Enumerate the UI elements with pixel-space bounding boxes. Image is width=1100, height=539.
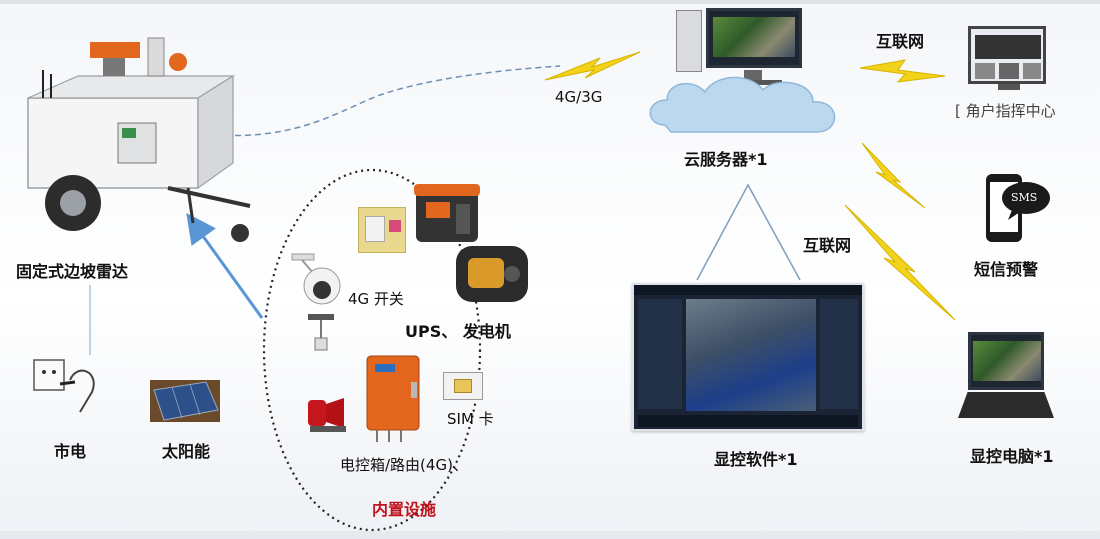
builtin-facilities-label: 内置设施 [372,500,437,519]
sms-text: SMS [1011,191,1038,204]
solar-label: 太阳能 [162,442,211,461]
cloud-server-label: 云服务器*1 [684,150,768,169]
ups-device-image [412,180,482,246]
switch-4g-label: 4G 开关 [348,290,404,308]
control-box-image [363,352,423,444]
internet-mid-label: 互联网 [803,236,852,255]
sim-card-label: SIM 卡 [447,410,494,428]
lightning-4g-icon [544,51,641,81]
radar-trailer-image [18,28,258,250]
generator-image [452,238,532,306]
lightning-internet-top-icon [859,59,946,83]
cloud-icon [645,70,845,140]
alarm-siren-image [304,388,350,434]
command-center-label: [ 角户指挥中心 [955,102,1056,120]
ups-generator-label: UPS、 发电机 [405,322,511,341]
phone-sms-icon: SMS [978,172,1058,244]
command-center-monitor-image [968,26,1050,92]
dome-camera-image [290,252,346,308]
sms-alert-label: 短信预警 [974,260,1039,279]
grid-power-label: 市电 [54,442,87,461]
link-4g3g-label: 4G/3G [555,88,603,106]
control-box-label: 电控箱/路由(4G)、 [340,456,468,474]
power-socket-icon [30,352,110,420]
display-software-label: 显控软件*1 [714,450,798,469]
radar-to-cloud-dashed-link [214,65,561,137]
sim-card-icon [443,372,483,400]
cloud-to-software-lines [696,183,801,281]
sensor-pole-image [306,312,336,352]
switch-4g-board-image [358,207,406,253]
display-software-screenshot [632,283,864,431]
radar-label: 固定式边坡雷达 [16,262,129,281]
bottom-border [0,531,1100,539]
internet-top-label: 互联网 [876,32,925,51]
top-border [0,0,1100,4]
laptop-image [956,332,1056,428]
lightning-sms-icon [861,142,926,209]
solar-panel-image [150,380,220,422]
display-pc-label: 显控电脑*1 [970,447,1054,466]
